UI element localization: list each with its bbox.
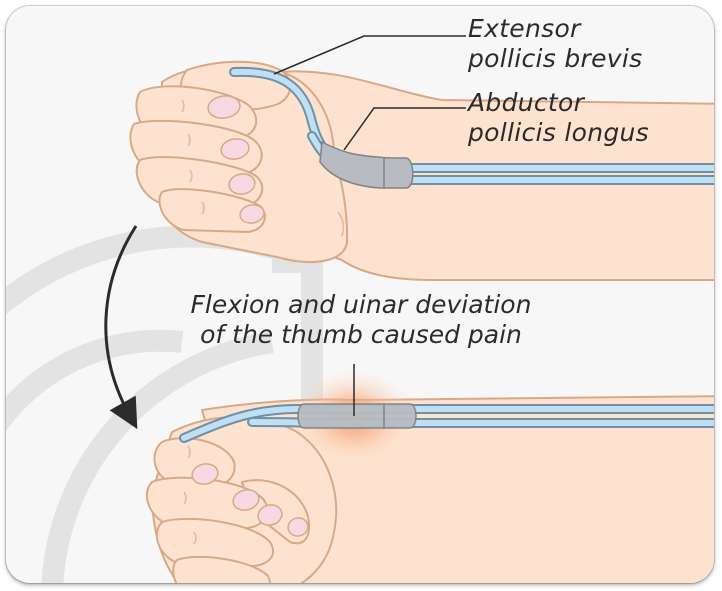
label-line: Abductor xyxy=(468,88,649,118)
figure-card: Extensor pollicis brevis Abductor pollic… xyxy=(6,6,714,583)
label-extensor-pollicis-brevis: Extensor pollicis brevis xyxy=(468,14,642,74)
label-line: pollicis longus xyxy=(468,118,649,148)
label-line: pollicis brevis xyxy=(468,44,642,74)
label-abductor-pollicis-longus: Abductor pollicis longus xyxy=(468,88,649,148)
caption: Flexion and uinar deviation of the thumb… xyxy=(146,290,576,350)
caption-line: Flexion and uinar deviation xyxy=(146,290,576,320)
label-line: Extensor xyxy=(468,14,642,44)
caption-line: of the thumb caused pain xyxy=(146,320,576,350)
